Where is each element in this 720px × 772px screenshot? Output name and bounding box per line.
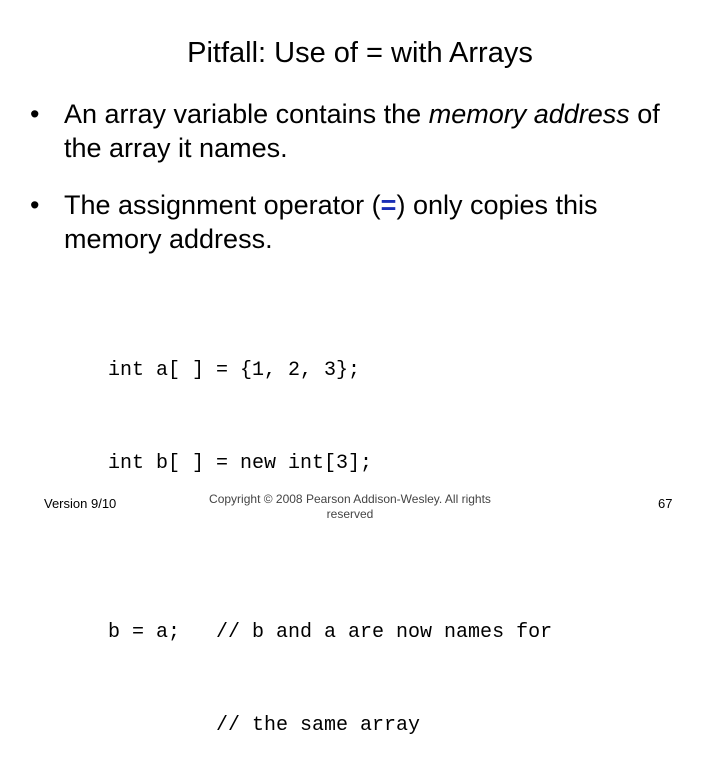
footer-version: Version 9/10 <box>44 496 117 511</box>
footer-copyright: Copyright © 2008 Pearson Addison-Wesley.… <box>209 492 491 521</box>
bullet-text: ) only copies this memory address. <box>64 190 598 254</box>
code-block: int a[ ] = {1, 2, 3}; int b[ ] = new int… <box>108 293 552 772</box>
bullet-glyph: • <box>30 99 40 129</box>
bullet-item-assignment-operator: • The assignment operator (=) only copie… <box>30 188 690 256</box>
assignment-operator-symbol: = <box>380 190 397 220</box>
bullet-glyph: • <box>30 190 40 220</box>
bullet-emphasis: memory address <box>428 99 630 129</box>
slide-title: Pitfall: Use of = with Arrays <box>187 37 533 69</box>
bullet-text: An array variable contains the <box>64 99 429 129</box>
code-line: // the same array <box>108 714 421 737</box>
page-number: 67 <box>658 496 673 511</box>
code-line: int b[ ] = new int[3]; <box>108 452 373 475</box>
code-line: int a[ ] = {1, 2, 3}; <box>108 359 361 382</box>
bullet-list: • An array variable contains the memory … <box>30 97 690 256</box>
code-spacer <box>108 541 552 555</box>
bullet-text: The assignment operator ( <box>64 190 381 220</box>
bullet-item-memory-address: • An array variable contains the memory … <box>30 97 690 165</box>
code-line: b = a; // b and a are now names for <box>108 621 553 644</box>
bullet-text: of the array it names. <box>64 99 660 163</box>
